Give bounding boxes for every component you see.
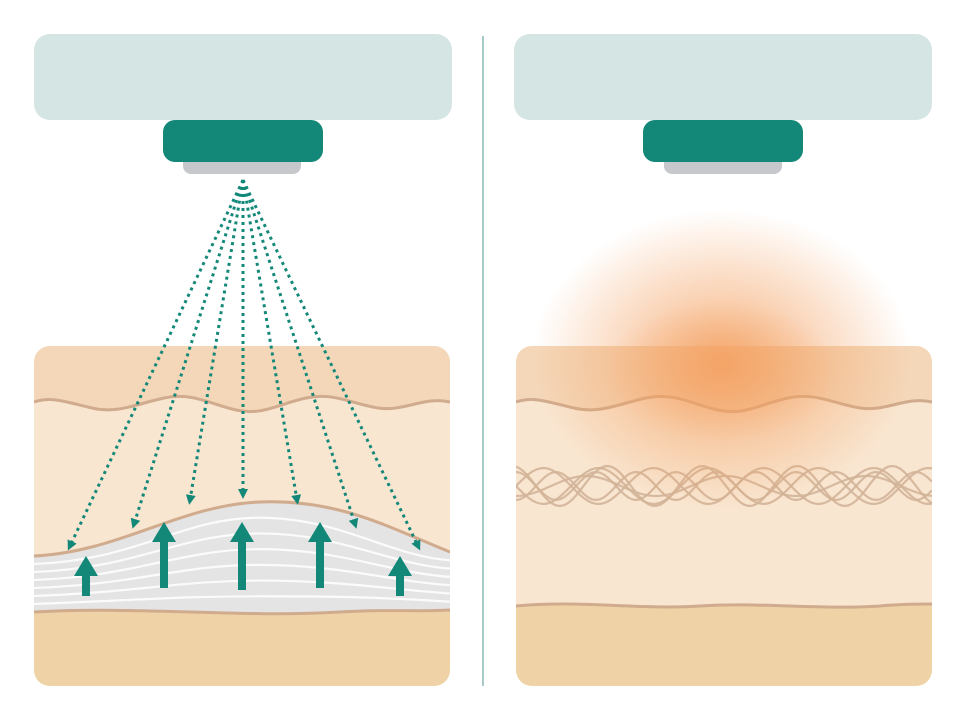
epidermis-boundary bbox=[34, 394, 450, 414]
tissue-fiber-line bbox=[34, 516, 450, 566]
focused-beams bbox=[67, 179, 421, 551]
energy-beam bbox=[241, 179, 302, 505]
tissue-fiber-line bbox=[34, 548, 450, 582]
energy-beam bbox=[67, 179, 245, 551]
tissue-fiber-line bbox=[34, 532, 450, 574]
lift-arrow-icon bbox=[152, 522, 176, 588]
lift-arrow-icon bbox=[308, 522, 332, 588]
left-panel bbox=[34, 34, 452, 686]
device-body bbox=[514, 34, 932, 120]
energy-beam bbox=[185, 179, 245, 505]
device-left bbox=[34, 34, 452, 174]
lifted-band-top-edge bbox=[34, 500, 450, 558]
tissue-fiber-line bbox=[34, 563, 450, 590]
device-head bbox=[163, 120, 323, 162]
base-layer bbox=[34, 610, 450, 686]
lift-arrow-icon bbox=[74, 556, 98, 596]
device-head bbox=[643, 120, 803, 162]
tissue-fiber-lines bbox=[34, 516, 450, 606]
energy-beam bbox=[241, 179, 359, 529]
energy-beam bbox=[241, 179, 421, 551]
device-right bbox=[514, 34, 932, 174]
device-body bbox=[34, 34, 452, 120]
right-panel bbox=[514, 34, 932, 686]
tissue-fiber-line bbox=[34, 595, 450, 606]
lift-arrows bbox=[74, 522, 412, 596]
skin-cross-section-left bbox=[34, 346, 450, 686]
heat-glow-core bbox=[602, 302, 842, 442]
base-boundary bbox=[516, 602, 932, 609]
tissue-fiber-line bbox=[34, 579, 450, 598]
lifted-band-bottom-edge bbox=[34, 608, 450, 616]
lift-arrow-icon bbox=[230, 522, 254, 590]
lift-arrow-icon bbox=[388, 556, 412, 596]
base-layer bbox=[516, 604, 932, 686]
